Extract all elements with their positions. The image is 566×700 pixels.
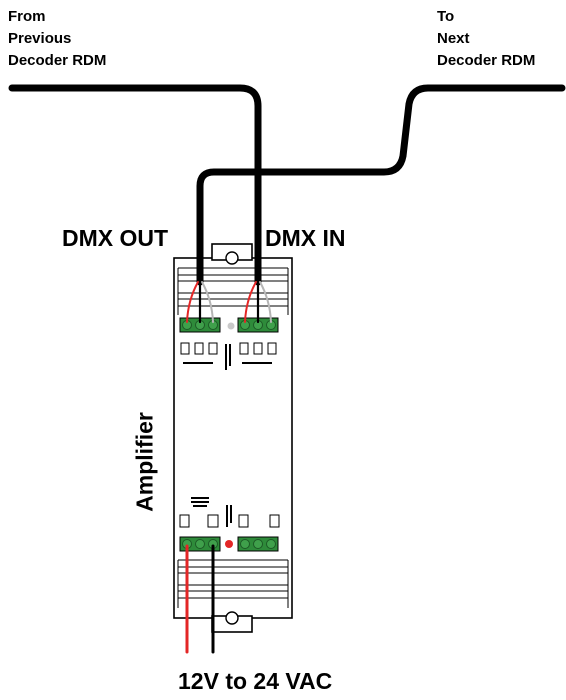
cables [8,84,566,654]
top-mounting-hole [225,251,239,265]
output-terminal [237,536,279,552]
bottom-pin-markers [179,514,280,528]
top-pin-markers [180,342,277,355]
from-label-line2: Previous [8,30,72,47]
bottom-mounting-hole [225,611,239,625]
amplifier-device [173,243,293,633]
to-label-line2: Next [437,30,470,47]
from-label: From Previous Decoder RDM [8,6,106,72]
bottom-fine-print [191,497,232,527]
dmx-out-gray-wire [201,281,214,323]
dmx-in-gray-wire [259,281,272,323]
dmx-in-label: DMX IN [265,225,346,251]
power-terminal [179,536,221,552]
power-indicator-dot [225,540,233,548]
top-status-dot [227,322,235,330]
to-label-line3: Decoder RDM [437,52,536,69]
dmx-out-label: DMX OUT [62,225,169,251]
dmx-in-red-wire [244,281,257,323]
dmx-out-terminal [179,317,221,333]
to-label-line1: To [437,8,455,25]
from-label-line3: Decoder RDM [8,52,107,69]
device-housing [173,257,293,619]
top-rails [177,267,289,315]
from-label-line1: From [8,8,46,25]
cable-from-previous [8,84,262,286]
cable-to-next [196,84,566,286]
top-fine-print [183,344,272,370]
dmx-in-terminal [237,317,279,333]
bottom-rails [177,559,289,608]
to-label: To Next Decoder RDM [437,6,535,72]
power-label: 12V to 24 VAC [178,668,333,694]
dmx-out-red-wire [186,281,199,323]
